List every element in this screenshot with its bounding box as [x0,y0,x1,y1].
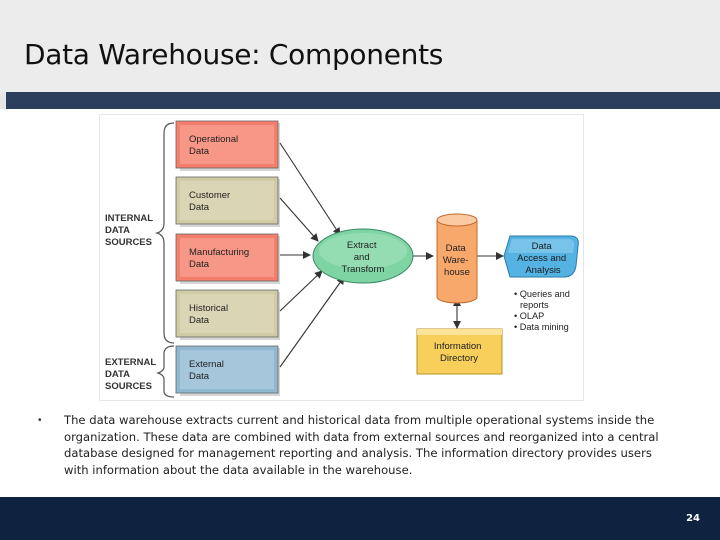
page-number: 24 [686,513,700,524]
information-directory-box: Information Directory [416,328,503,375]
warehouse-cylinder: Data Ware- house [436,213,478,304]
internal-brace [154,122,175,344]
source-arrows [279,142,504,368]
title-rule [0,92,720,109]
footer-bar: 24 [0,497,720,540]
title-rule-edge [0,92,6,109]
source-boxes: OperationalDataCustomerDataManufacturing… [175,120,280,396]
body-paragraph: The data warehouse extracts current and … [64,413,659,477]
internal-sources-label: INTERNAL DATA SOURCES [105,213,156,248]
source-box-2-line-2: Data [189,202,210,213]
source-box-4-line-2: Data [189,315,210,326]
access-shape: Data Access and Analysis [503,235,579,278]
etl-label: Extract and Transform [342,240,385,275]
arrow-operational [279,142,341,236]
bullet-marker: • [38,415,42,426]
source-box-5-line-1: External [189,359,224,370]
arrow-historical [279,270,323,312]
external-brace [156,345,175,398]
arrow-customer [279,197,319,242]
diagram-svg: INTERNAL DATA SOURCES EXTERNAL DATA SOUR… [105,120,579,398]
title-band [0,0,720,92]
source-box-2-line-1: Customer [189,190,230,201]
source-box-3-line-1: Manufacturing [189,247,249,258]
arrow-external [279,276,345,368]
external-sources-label: EXTERNAL DATA SOURCES [105,357,159,392]
warehouse-label: Data Ware- house [443,243,471,278]
source-box-1-line-2: Data [189,146,210,157]
source-box-4-line-1: Historical [189,303,228,314]
data-warehouse-diagram: INTERNAL DATA SOURCES EXTERNAL DATA SOUR… [99,114,584,401]
access-items: • Queries and reports • OLAP • Data mini… [514,289,572,332]
source-box-5-line-2: Data [189,371,210,382]
slide-title: Data Warehouse: Components [24,38,444,71]
source-box-1-line-1: Operational [189,134,238,145]
directory-label: Information Directory [434,341,484,364]
source-box-3-line-2: Data [189,259,210,270]
access-label: Data Access and Analysis [517,241,569,276]
